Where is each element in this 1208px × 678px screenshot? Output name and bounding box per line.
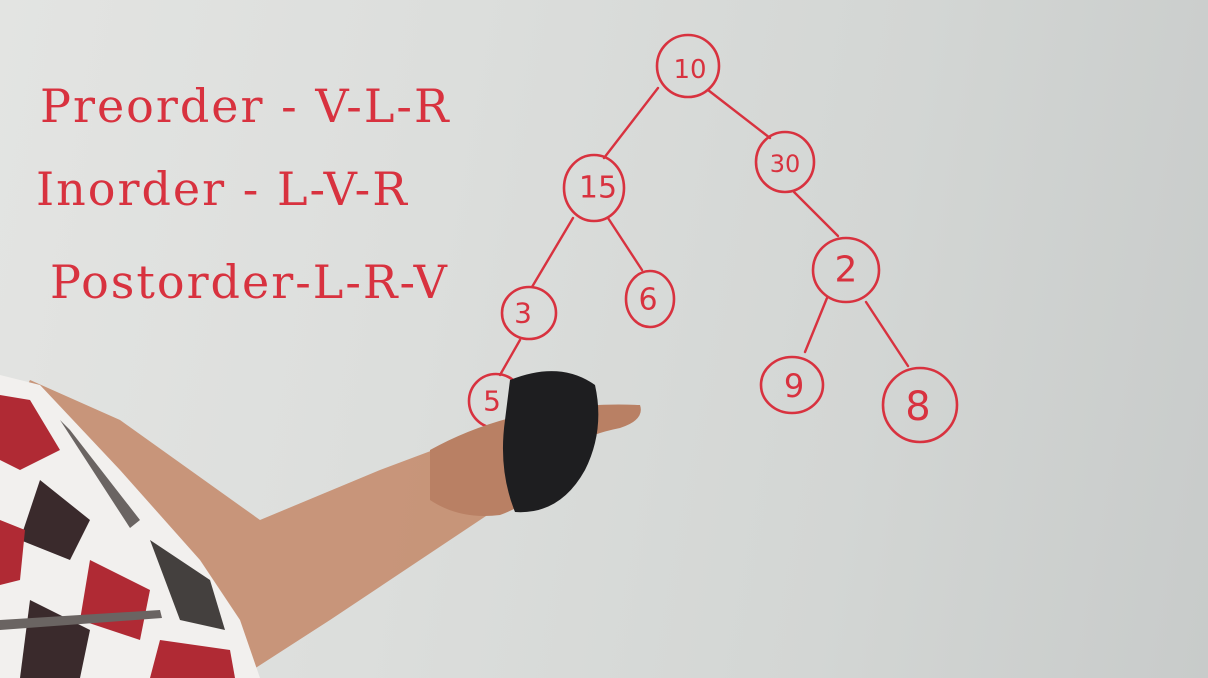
node-30-value: 30: [770, 150, 801, 178]
edge-30-2: [792, 190, 840, 238]
tree-node-2: 2: [811, 236, 881, 304]
traversal-notes: Preorder - V-L-R Inorder - L-V-R Postord…: [36, 79, 451, 309]
plaid-sleeve: [0, 375, 260, 678]
tree-node-8: 8: [881, 366, 959, 444]
node-6-value: 6: [638, 283, 657, 318]
tree-node-30: 30: [754, 130, 816, 194]
edge-10-30: [706, 88, 772, 140]
tree-node-10: 10: [655, 33, 721, 99]
tree-edges: [498, 86, 910, 377]
edge-15-6: [606, 216, 644, 272]
postorder-label: Postorder-L-R-V: [50, 255, 449, 309]
node-10-value: 10: [673, 55, 706, 85]
tree-node-6: 6: [624, 269, 676, 329]
edge-10-15: [602, 86, 660, 160]
node-15-value: 15: [579, 171, 617, 206]
edge-15-3: [530, 216, 575, 289]
inorder-label: Inorder - L-V-R: [36, 162, 409, 216]
tree-node-3: 3: [500, 285, 558, 341]
tree-node-15: 15: [562, 153, 626, 223]
edge-2-9: [803, 296, 829, 354]
node-5-value: 5: [483, 385, 501, 418]
node-2-value: 2: [835, 250, 858, 291]
node-3-value: 3: [514, 297, 532, 330]
node-8-value: 8: [905, 384, 930, 430]
node-9-value: 9: [784, 367, 804, 405]
edge-3-5: [498, 338, 522, 377]
eraser-icon: [502, 371, 599, 513]
tree-node-9: 9: [759, 355, 825, 415]
preorder-label: Preorder - V-L-R: [40, 79, 451, 133]
edge-2-8: [864, 300, 910, 368]
